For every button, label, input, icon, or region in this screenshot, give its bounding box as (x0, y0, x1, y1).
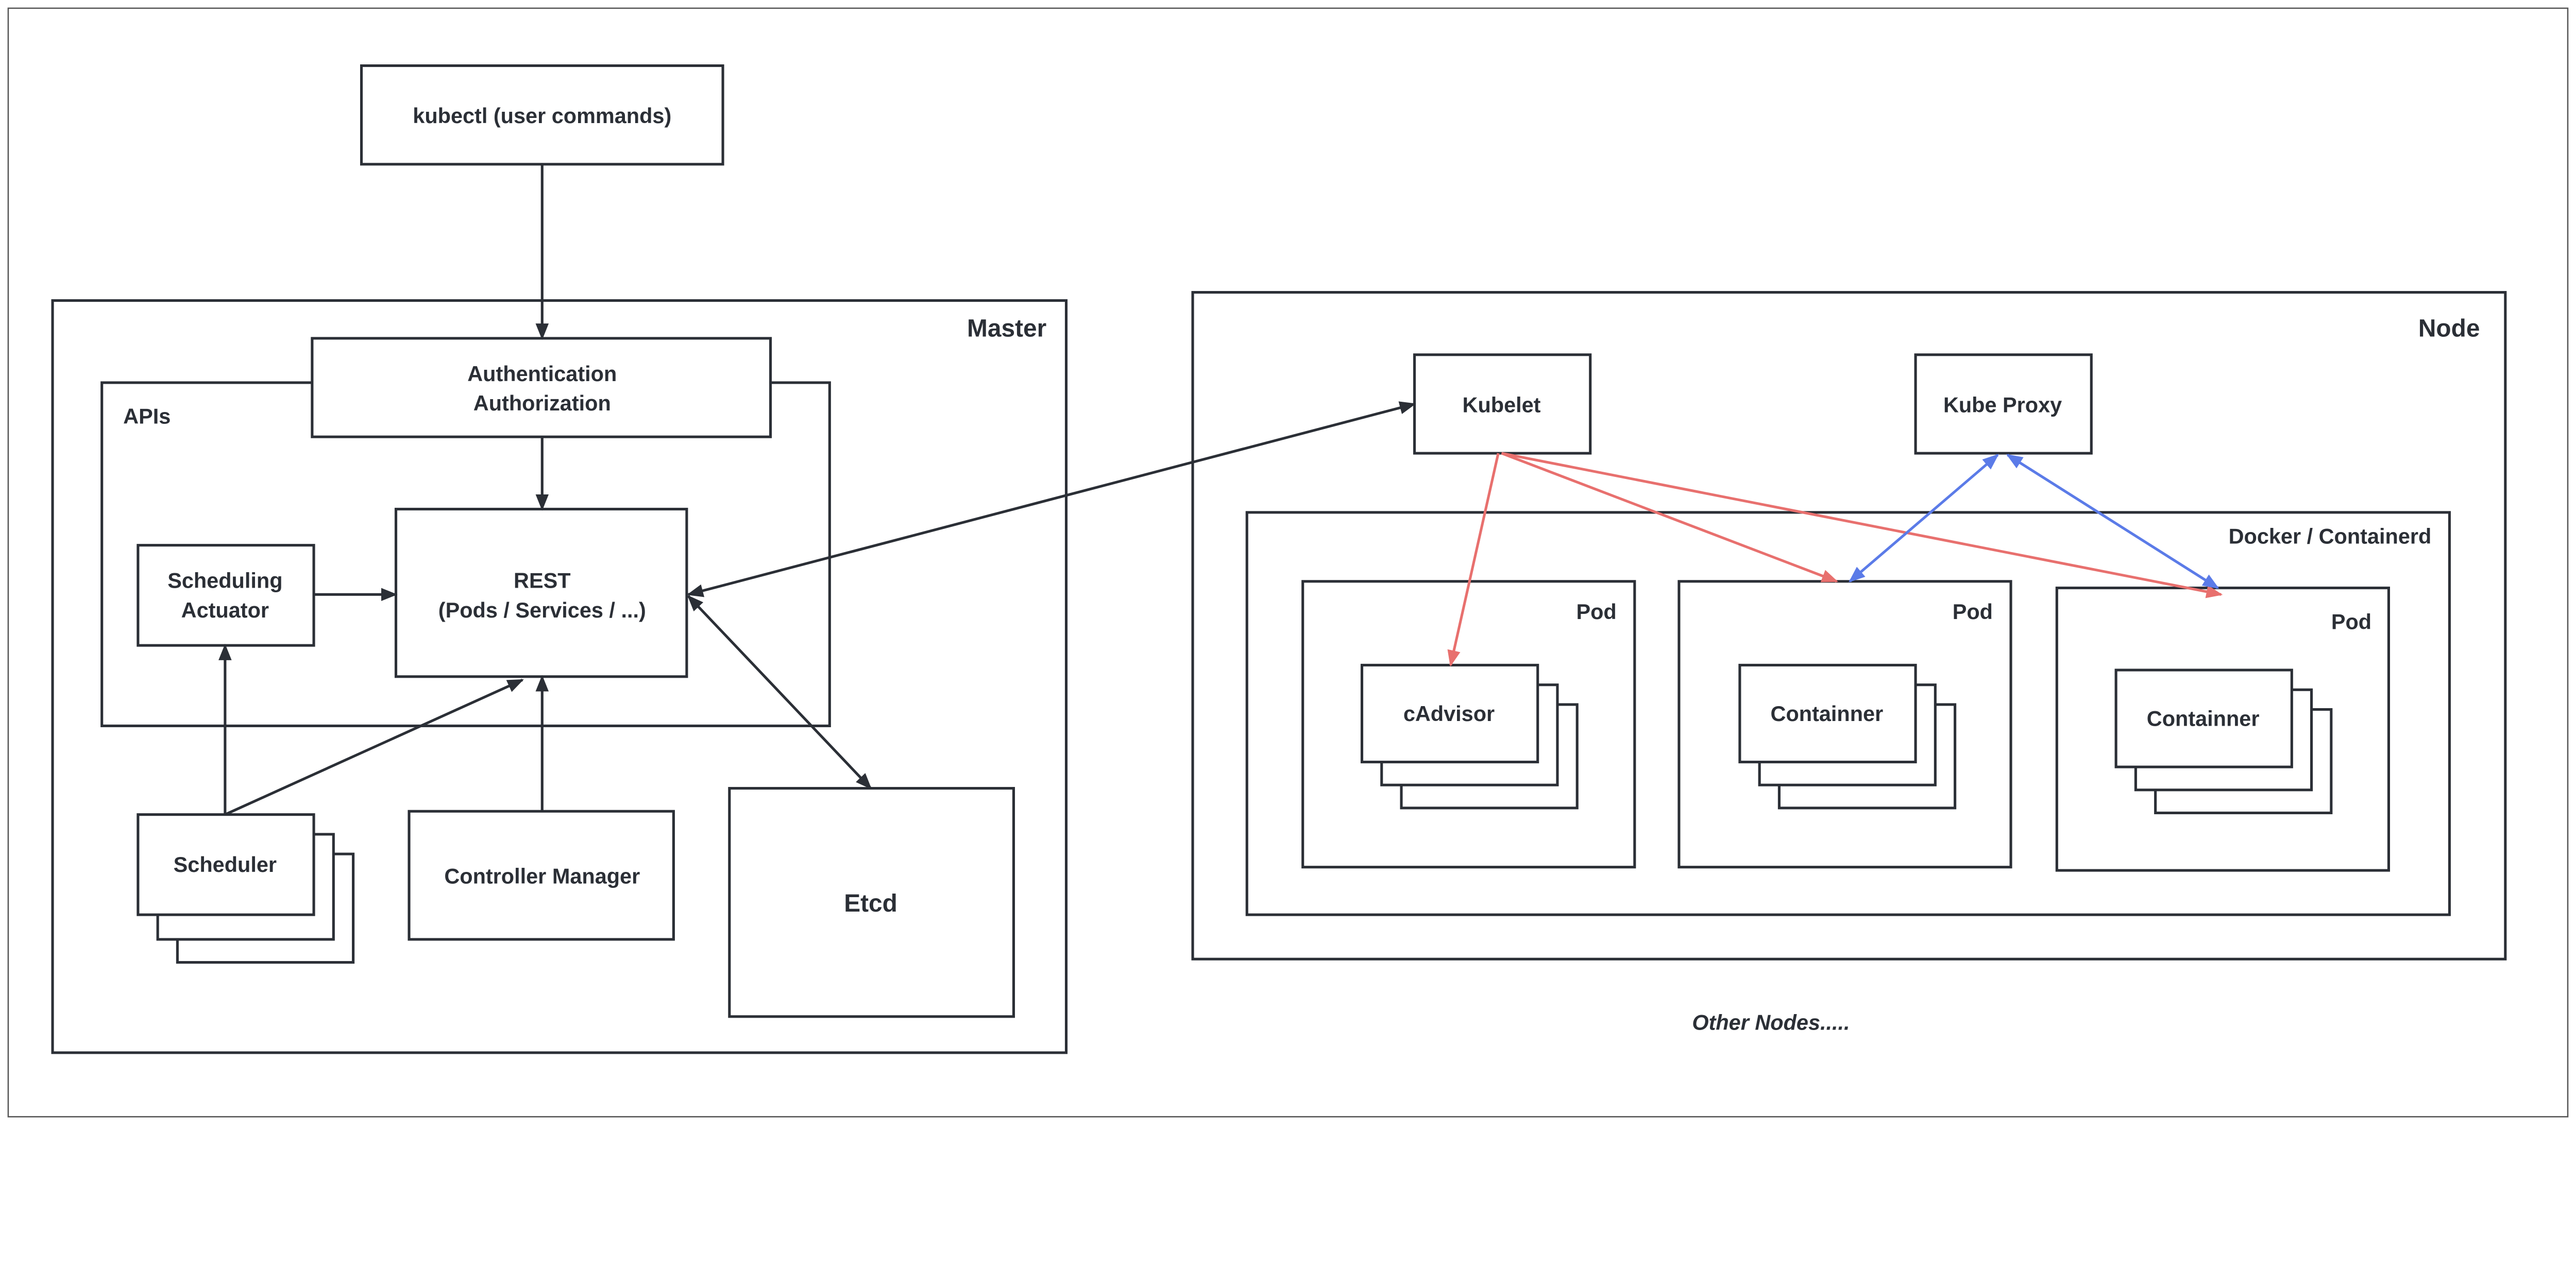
runtime-label: Docker / Containerd (2229, 524, 2432, 548)
arrow-rest-etcd (687, 595, 872, 790)
scheduler-label: Scheduler (174, 852, 277, 877)
svg-text:Pod: Pod (1576, 599, 1616, 624)
svg-text:Actuator: Actuator (181, 598, 269, 622)
auth-box: Authentication Authorization (311, 337, 772, 438)
kubectl-label: kubectl (user commands) (413, 104, 671, 128)
arrow-proxy-pod3 (2006, 454, 2219, 589)
svg-text:Controller Manager: Controller Manager (444, 864, 640, 888)
arrow-rest-kubelet (687, 401, 1416, 597)
svg-text:(Pods / Services / ...): (Pods / Services / ...) (438, 598, 646, 622)
apis-label: APIs (123, 404, 171, 428)
pod-1: Pod cAdvisor (1301, 580, 1636, 869)
scheduler-stack: Scheduler (137, 813, 355, 964)
scheduling-actuator-box: Scheduling Actuator (137, 544, 315, 647)
svg-text:Scheduling: Scheduling (167, 569, 282, 593)
kubernetes-architecture-diagram: kubectl (user commands) Master APIs Auth… (7, 7, 2569, 1118)
etcd-box: Etcd (728, 787, 1015, 1018)
svg-text:Pod: Pod (2331, 609, 2371, 633)
kubelet-box: Kubelet (1413, 353, 1592, 455)
kube-proxy-box: Kube Proxy (1914, 353, 2093, 455)
pod-3: Pod Containner (2055, 587, 2390, 872)
master-group: Master APIs Authentication Authorization… (51, 299, 1068, 1054)
node-group: Node Kubelet Kube Proxy Docker / Contain… (1191, 291, 2507, 961)
arrow-kubelet-to-pod2 (1501, 452, 1839, 583)
svg-text:Containner: Containner (2147, 706, 2260, 730)
pod-2: Pod Containner (1677, 580, 2012, 869)
svg-text:REST: REST (514, 569, 571, 593)
kubectl-box: kubectl (user commands) (360, 64, 724, 166)
node-label: Node (2418, 315, 2480, 342)
arrow-scheduler-to-rest (224, 678, 524, 816)
svg-text:Authentication: Authentication (467, 362, 617, 386)
arrow-kubelet-to-cadvisor (1447, 453, 1500, 667)
svg-text:Containner: Containner (1771, 701, 1884, 726)
other-nodes-label: Other Nodes..... (1692, 1010, 1850, 1034)
rest-box: REST (Pods / Services / ...) (394, 507, 688, 678)
svg-text:Etcd: Etcd (844, 890, 897, 917)
arrow-proxy-pod2 (1849, 454, 1999, 582)
svg-text:Authorization: Authorization (473, 391, 611, 415)
svg-text:Pod: Pod (1953, 599, 1993, 624)
controller-manager-box: Controller Manager (408, 810, 675, 941)
svg-text:Kubelet: Kubelet (1463, 392, 1541, 417)
cadvisor-label: cAdvisor (1403, 701, 1495, 726)
svg-text:Kube Proxy: Kube Proxy (1943, 392, 2062, 417)
master-label: Master (967, 315, 1046, 342)
